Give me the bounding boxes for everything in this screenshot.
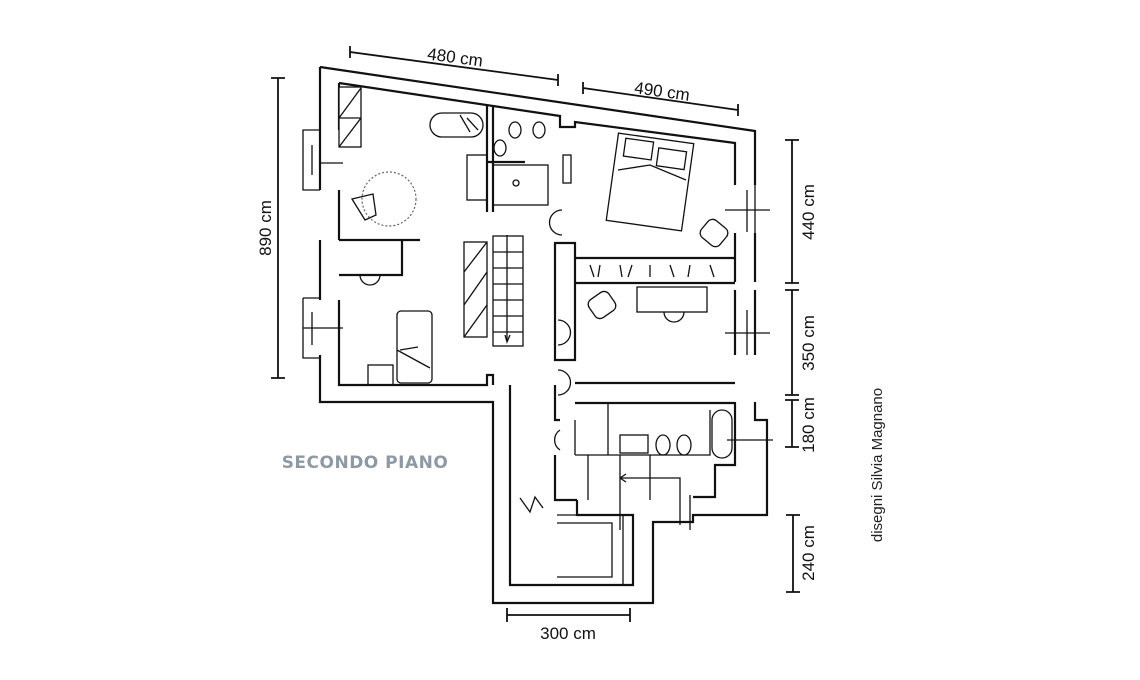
dim-490: 490 cm bbox=[633, 78, 691, 105]
dimension-lines bbox=[271, 46, 800, 622]
outer-walls bbox=[302, 65, 770, 605]
dim-300: 300 cm bbox=[540, 624, 596, 643]
floor-title: SECONDO PIANO bbox=[282, 453, 449, 473]
interior-walls bbox=[339, 105, 735, 530]
credit-text: disegni Silvia Magnano bbox=[869, 388, 886, 542]
dim-350: 350 cm bbox=[799, 315, 818, 371]
dim-240: 240 cm bbox=[799, 525, 818, 581]
dim-480: 480 cm bbox=[426, 44, 484, 70]
dim-180: 180 cm bbox=[799, 397, 818, 453]
dim-890: 890 cm bbox=[256, 200, 275, 256]
dim-440: 440 cm bbox=[799, 184, 818, 240]
furniture bbox=[338, 86, 773, 586]
